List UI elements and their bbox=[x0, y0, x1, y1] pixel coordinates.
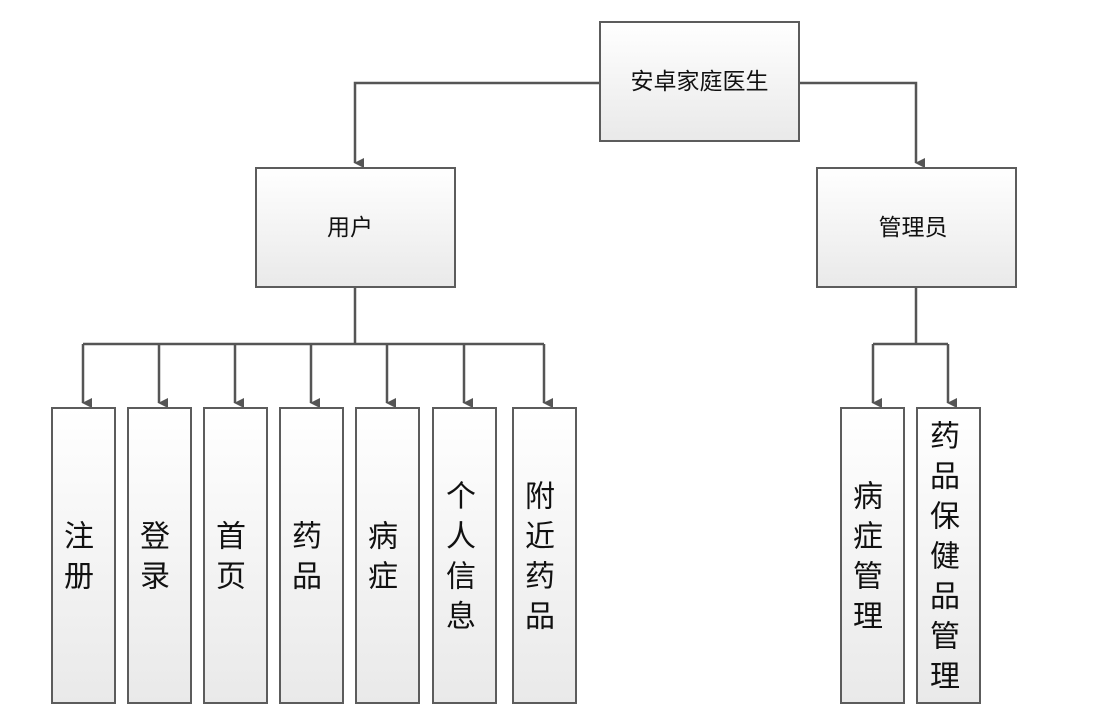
func-home: 首页 bbox=[203, 407, 268, 704]
func-register-label: 注册 bbox=[64, 520, 94, 595]
func-profile: 个人信息 bbox=[432, 407, 497, 704]
func-disease-label: 病症 bbox=[368, 520, 398, 595]
func-medicine-health-product-management-label: 药品保健品管理 bbox=[930, 420, 960, 695]
connectors bbox=[81, 81, 957, 408]
func-login: 登录 bbox=[127, 407, 192, 704]
func-medicine-health-product-management: 药品保健品管理 bbox=[916, 407, 981, 704]
func-login-label: 登录 bbox=[140, 520, 170, 595]
func-nearby-medicine-label: 附近药品 bbox=[525, 480, 555, 635]
func-profile-label: 个人信息 bbox=[446, 480, 476, 635]
func-disease-management: 病症管理 bbox=[840, 407, 905, 704]
edge-root-user bbox=[353, 81, 600, 168]
node-user-label: 用户 bbox=[327, 215, 373, 241]
func-nearby-medicine: 附近药品 bbox=[512, 407, 577, 704]
func-home-label: 首页 bbox=[216, 520, 246, 595]
func-medicine-label: 药品 bbox=[292, 520, 322, 595]
root-node-label: 安卓家庭医生 bbox=[631, 69, 769, 95]
node-user: 用户 bbox=[255, 167, 456, 288]
node-admin: 管理员 bbox=[816, 167, 1017, 288]
node-admin-label: 管理员 bbox=[879, 215, 948, 241]
func-disease-management-label: 病症管理 bbox=[853, 480, 883, 635]
edge-root-admin bbox=[800, 81, 925, 168]
func-register: 注册 bbox=[51, 407, 116, 704]
func-disease: 病症 bbox=[355, 407, 420, 704]
func-medicine: 药品 bbox=[279, 407, 344, 704]
root-node-android-family-doctor: 安卓家庭医生 bbox=[599, 21, 800, 142]
